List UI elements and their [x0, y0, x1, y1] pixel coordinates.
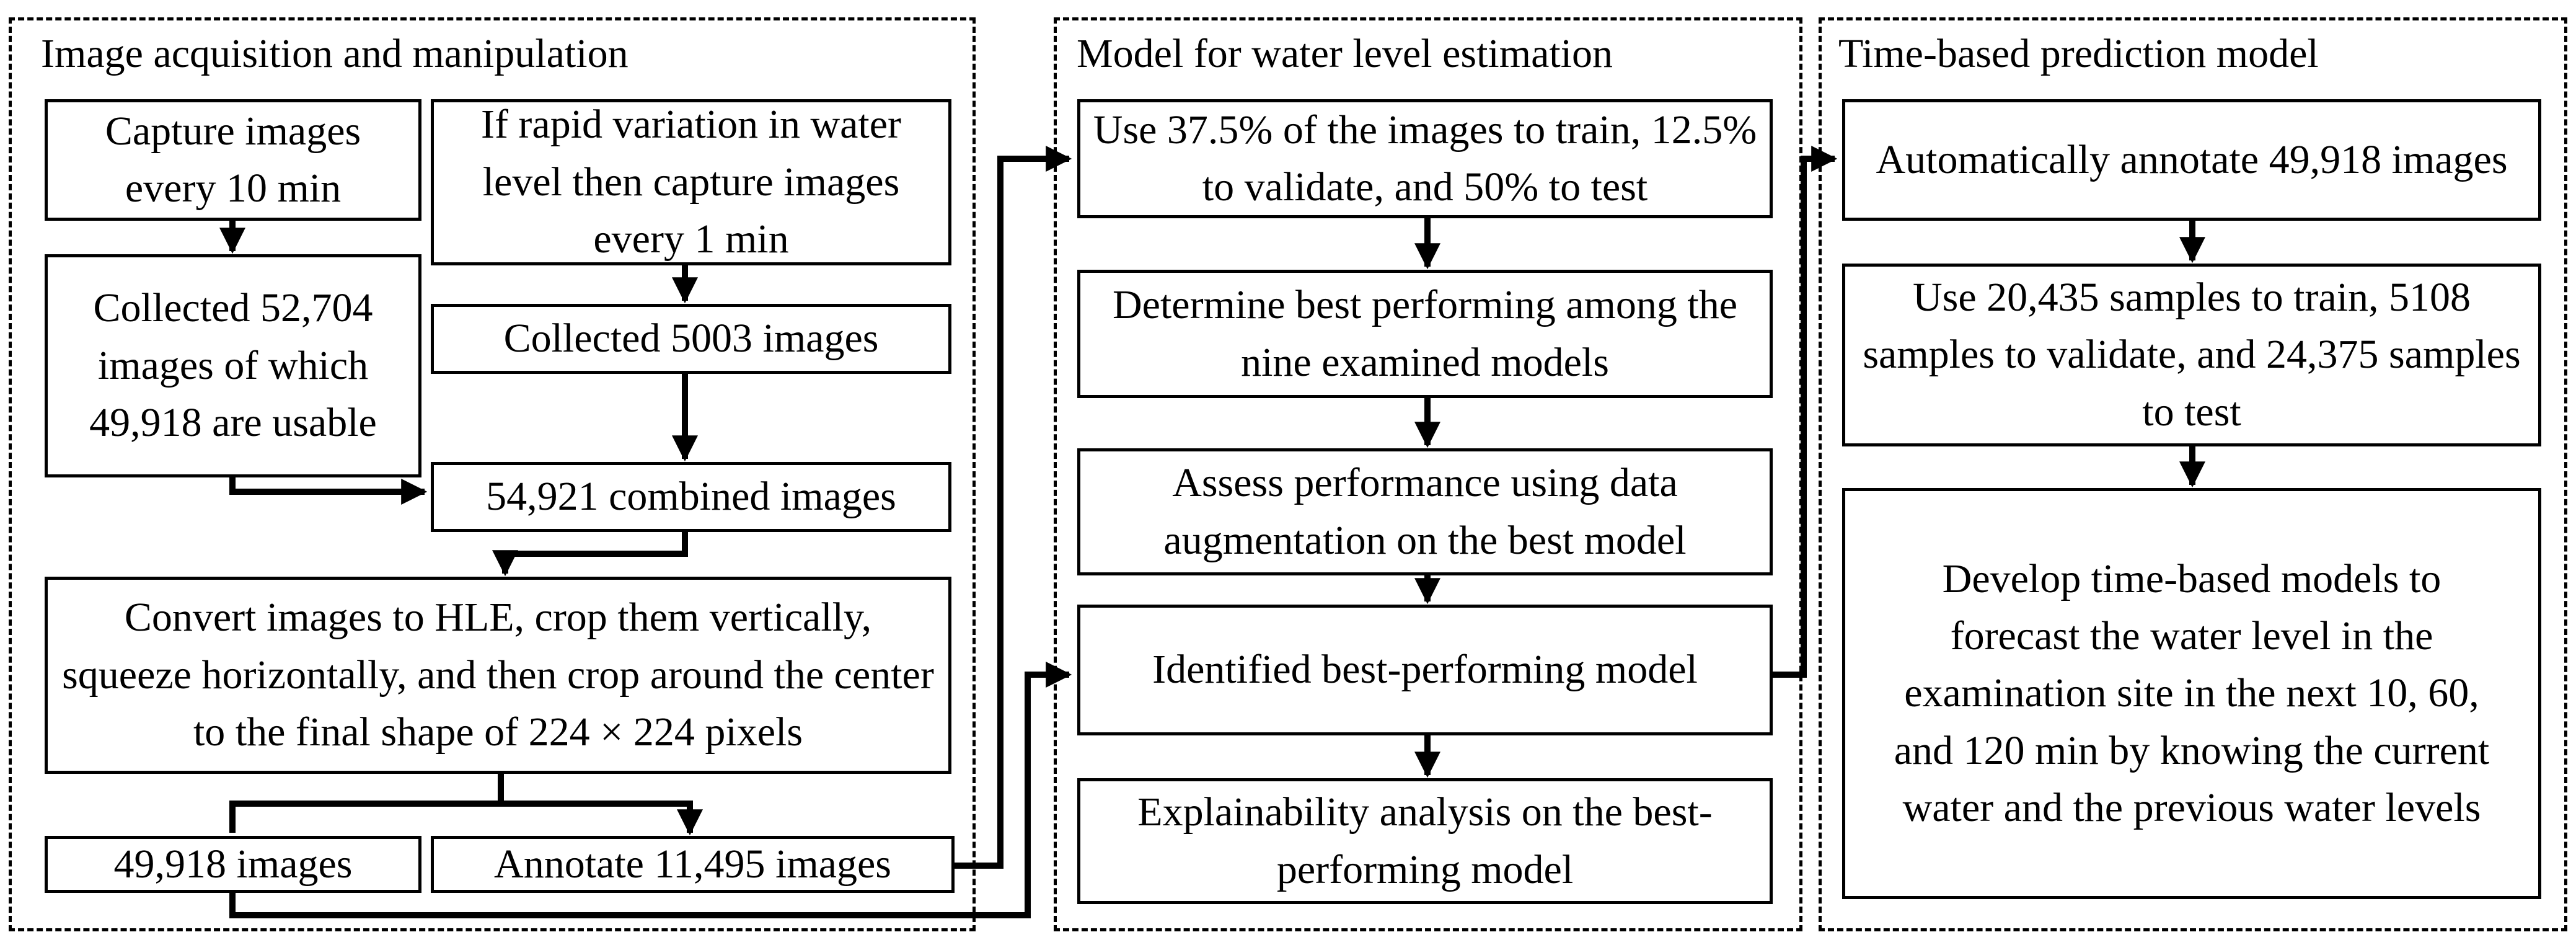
panel-title-image-acquisition: Image acquisition and manipulation: [41, 31, 629, 76]
box-49918-images: 49,918 images: [45, 836, 421, 893]
box-convert-images: Convert images to HLE, crop them vertica…: [45, 577, 951, 774]
box-explainability-analysis: Explainability analysis on the best-perf…: [1077, 778, 1773, 904]
arrow-annotate-to-estimation: [955, 146, 1072, 869]
box-capture-every-10-min: Capture images every 10 min: [45, 99, 421, 221]
box-identified-best-model: Identified best-performing model: [1077, 605, 1773, 735]
arrow-combined-to-convert: [492, 532, 688, 577]
box-auto-annotate-49918: Automatically annotate 49,918 images: [1842, 99, 2541, 221]
panel-time-based-prediction: [1819, 17, 2567, 931]
box-determine-best-model: Determine best performing among the nine…: [1077, 270, 1773, 398]
box-combined-images: 54,921 combined images: [431, 462, 951, 532]
arrow-collected52704-to-combined: [229, 477, 428, 505]
box-collected-52704: Collected 52,704 images of which 49,918 …: [45, 254, 421, 477]
box-collected-5003: Collected 5003 images: [431, 304, 951, 374]
box-develop-time-based-models: Develop time-based models to forecast th…: [1842, 488, 2541, 899]
arrow-convert-to-split: [229, 774, 690, 833]
box-samples-split: Use 20,435 samples to train, 5108 sample…: [1842, 264, 2541, 446]
box-rapid-variation-capture: If rapid variation in water level then c…: [431, 99, 951, 265]
arrow-identified-to-prediction: [1773, 146, 1838, 678]
panel-image-acquisition: [9, 17, 976, 931]
box-annotate-11495: Annotate 11,495 images: [431, 836, 955, 893]
box-assess-augmentation: Assess performance using data augmentati…: [1077, 448, 1773, 575]
box-train-validate-test-split: Use 37.5% of the images to train, 12.5% …: [1077, 99, 1773, 218]
panel-title-water-level-estimation: Model for water level estimation: [1077, 31, 1613, 76]
panel-title-time-based-prediction: Time-based prediction model: [1838, 31, 2319, 76]
arrow-images-to-identified: [229, 662, 1072, 918]
